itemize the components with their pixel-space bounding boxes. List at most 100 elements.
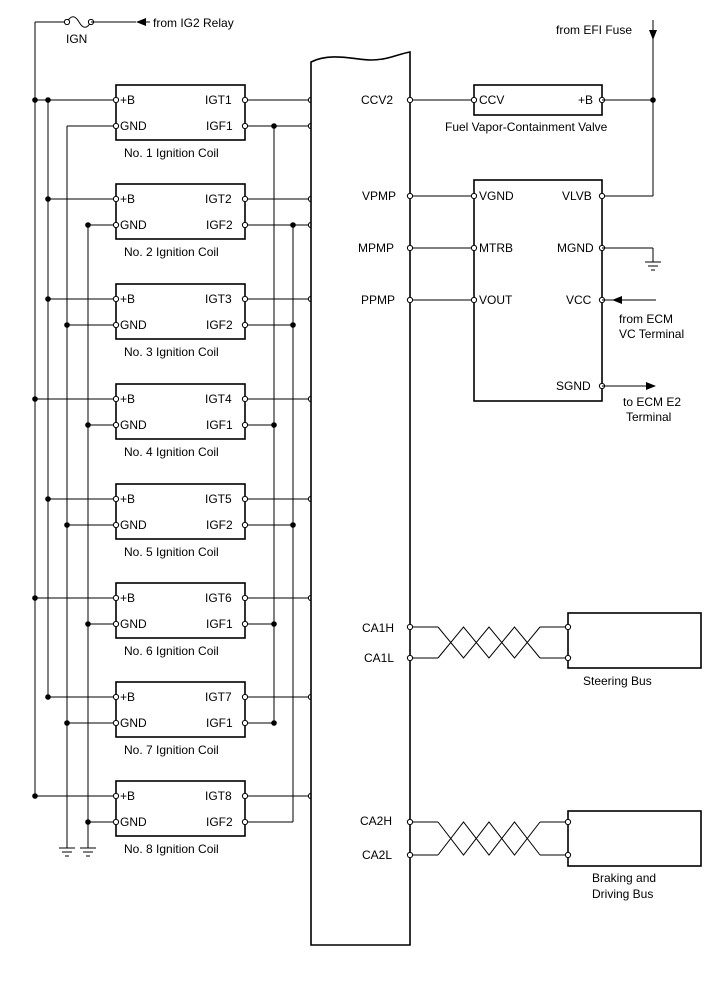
coil-pin-b-label: +B — [120, 292, 135, 306]
ign-power-source: IGN from IG2 Relay — [35, 16, 234, 46]
arrow-left-icon — [136, 18, 146, 26]
coil-pin-igf-label: IGF2 — [206, 815, 233, 829]
pump-pin-sgnd: SGND — [556, 379, 591, 393]
pump-module-box — [473, 179, 603, 402]
coil-pin-igt-label: IGT8 — [205, 789, 232, 803]
ground-symbol-a — [59, 847, 75, 857]
ground-symbol-c — [645, 261, 661, 271]
ecm-pin-ca1l: CA1L — [364, 651, 394, 665]
coil-pin-igt-label: IGT2 — [205, 192, 232, 206]
coil-name-label: No. 1 Ignition Coil — [124, 146, 219, 160]
twisted-wire-low — [437, 821, 541, 856]
coil-pin-igf-label: IGF2 — [206, 218, 233, 232]
ccv-name-label: Fuel Vapor-Containment Valve — [445, 120, 608, 134]
coil-pin-b-label: +B — [120, 690, 135, 704]
coil-pin-igt-label: IGT1 — [205, 93, 232, 107]
coil-pin-b-label: +B — [120, 192, 135, 206]
coil-pin-b-label: +B — [120, 789, 135, 803]
pump-pin-vcc: VCC — [566, 293, 592, 307]
coil-pin-gnd-label: GND — [120, 218, 147, 232]
coil-pin-gnd-label: GND — [120, 617, 147, 631]
efi-fuse-feed: from EFI Fuse — [556, 20, 657, 197]
ignition-coil-4: +BGNDIGT4IGF1IGT4No. 4 Ignition Coil — [32, 383, 342, 459]
ground-symbol-b — [80, 847, 96, 857]
coil-name-label: No. 7 Ignition Coil — [124, 743, 219, 757]
coil-name-label: No. 2 Ignition Coil — [124, 245, 219, 259]
sgnd-note-2: Terminal — [626, 410, 671, 424]
twisted-wire-high — [437, 821, 541, 856]
braking-bus-label-1: Braking and — [592, 871, 656, 885]
coil-pin-gnd-label: GND — [120, 815, 147, 829]
coil-box — [115, 780, 246, 837]
coil-pin-igf-label: IGF2 — [206, 318, 233, 332]
coil-pin-gnd-label: GND — [120, 716, 147, 730]
braking-bus-box — [567, 810, 702, 867]
coil-pin-b-label: +B — [120, 392, 135, 406]
coil-box — [115, 183, 246, 240]
coil-pin-igt-label: IGT6 — [205, 591, 232, 605]
steering-bus: CA1H CA1L Steering Bus — [362, 612, 702, 688]
braking-bus-label-2: Driving Bus — [592, 887, 653, 901]
ecm-pin-mpmp: MPMP — [358, 241, 394, 255]
pump-pin-mgnd: MGND — [557, 241, 594, 255]
ecm-pin-ppmp: PPMP — [361, 293, 395, 307]
ecm-pin-ca2h: CA2H — [360, 814, 392, 828]
ignition-coil-5: +BGNDIGT5IGF2IGT5No. 5 Ignition Coil — [45, 483, 342, 559]
ignition-coil-2: +BGNDIGT2IGF2IGT2IGF2No. 2 Ignition Coil — [45, 183, 342, 259]
ignition-coils: +BGNDIGT1IGF1IGT1IGF1No. 1 Ignition Coil… — [32, 84, 342, 856]
arrow-left-icon — [612, 296, 622, 304]
ccv-b-pin-label: +B — [578, 93, 593, 107]
coil-pin-igt-label: IGT7 — [205, 690, 232, 704]
coil-pin-gnd-label: GND — [120, 119, 147, 133]
ignition-coil-8: +BGNDIGT8IGF2IGT8No. 8 Ignition Coil — [32, 780, 342, 856]
arrow-down-icon — [649, 30, 657, 40]
ig2-relay-label: from IG2 Relay — [153, 16, 234, 30]
coil-box — [115, 483, 246, 540]
pump-pin-vgnd: VGND — [479, 189, 514, 203]
vcc-note-1: from ECM — [619, 312, 673, 326]
ecm-pin-ccv2: CCV2 — [361, 93, 393, 107]
coil-pin-igf-label: IGF1 — [206, 418, 233, 432]
coil-pin-b-label: +B — [120, 93, 135, 107]
coil-pin-gnd-label: GND — [120, 318, 147, 332]
coil-pin-igf-label: IGF1 — [206, 617, 233, 631]
coil-pin-b-label: +B — [120, 492, 135, 506]
steering-bus-label: Steering Bus — [583, 674, 652, 688]
ecm-connector-body — [310, 51, 411, 946]
pump-pin-vlvb: VLVB — [562, 189, 592, 203]
pump-pin-vout: VOUT — [479, 293, 513, 307]
arrow-right-icon — [646, 382, 656, 390]
coil-box — [115, 582, 246, 639]
coil-pin-b-label: +B — [120, 591, 135, 605]
coil-name-label: No. 6 Ignition Coil — [124, 644, 219, 658]
coil-pin-igf-label: IGF1 — [206, 119, 233, 133]
coil-box — [115, 84, 246, 141]
ccv-box — [473, 84, 603, 116]
ccv-pin-label: CCV — [479, 93, 504, 107]
twisted-wire-low — [437, 626, 541, 659]
coil-pin-igf-label: IGF2 — [206, 518, 233, 532]
coil-pin-gnd-label: GND — [120, 418, 147, 432]
braking-driving-bus: CA2H CA2L Braking and Driving Bus — [360, 810, 702, 901]
ignition-coil-7: +BGNDIGT7IGF1IGT7No. 7 Ignition Coil — [45, 681, 342, 757]
coil-pin-igt-label: IGT3 — [205, 292, 232, 306]
vcc-note-2: VC Terminal — [619, 327, 684, 341]
vapor-pump-module: VPMP MPMP PPMP VGND MTRB VOUT VLVB MGND … — [358, 179, 684, 424]
coil-box — [115, 681, 246, 738]
coil-name-label: No. 5 Ignition Coil — [124, 545, 219, 559]
coil-name-label: No. 4 Ignition Coil — [124, 445, 219, 459]
ignition-coil-3: +BGNDIGT3IGF2IGT3No. 3 Ignition Coil — [45, 283, 342, 359]
ecm-pin-ca2l: CA2L — [362, 848, 392, 862]
coil-box — [115, 283, 246, 340]
coil-pin-gnd-label: GND — [120, 518, 147, 532]
coil-pin-igf-label: IGF1 — [206, 716, 233, 730]
twisted-wire-high — [437, 626, 541, 659]
ign-fuse-symbol — [66, 16, 92, 28]
coil-pin-igt-label: IGT5 — [205, 492, 232, 506]
ign-label: IGN — [66, 32, 87, 46]
ignition-coil-6: +BGNDIGT6IGF1IGT6No. 6 Ignition Coil — [32, 582, 342, 658]
pump-pin-mtrb: MTRB — [479, 241, 513, 255]
efi-fuse-label: from EFI Fuse — [556, 23, 632, 37]
fuel-vapor-containment-valve: CCV2 CCV +B Fuel Vapor-Containment Valve — [361, 84, 653, 134]
